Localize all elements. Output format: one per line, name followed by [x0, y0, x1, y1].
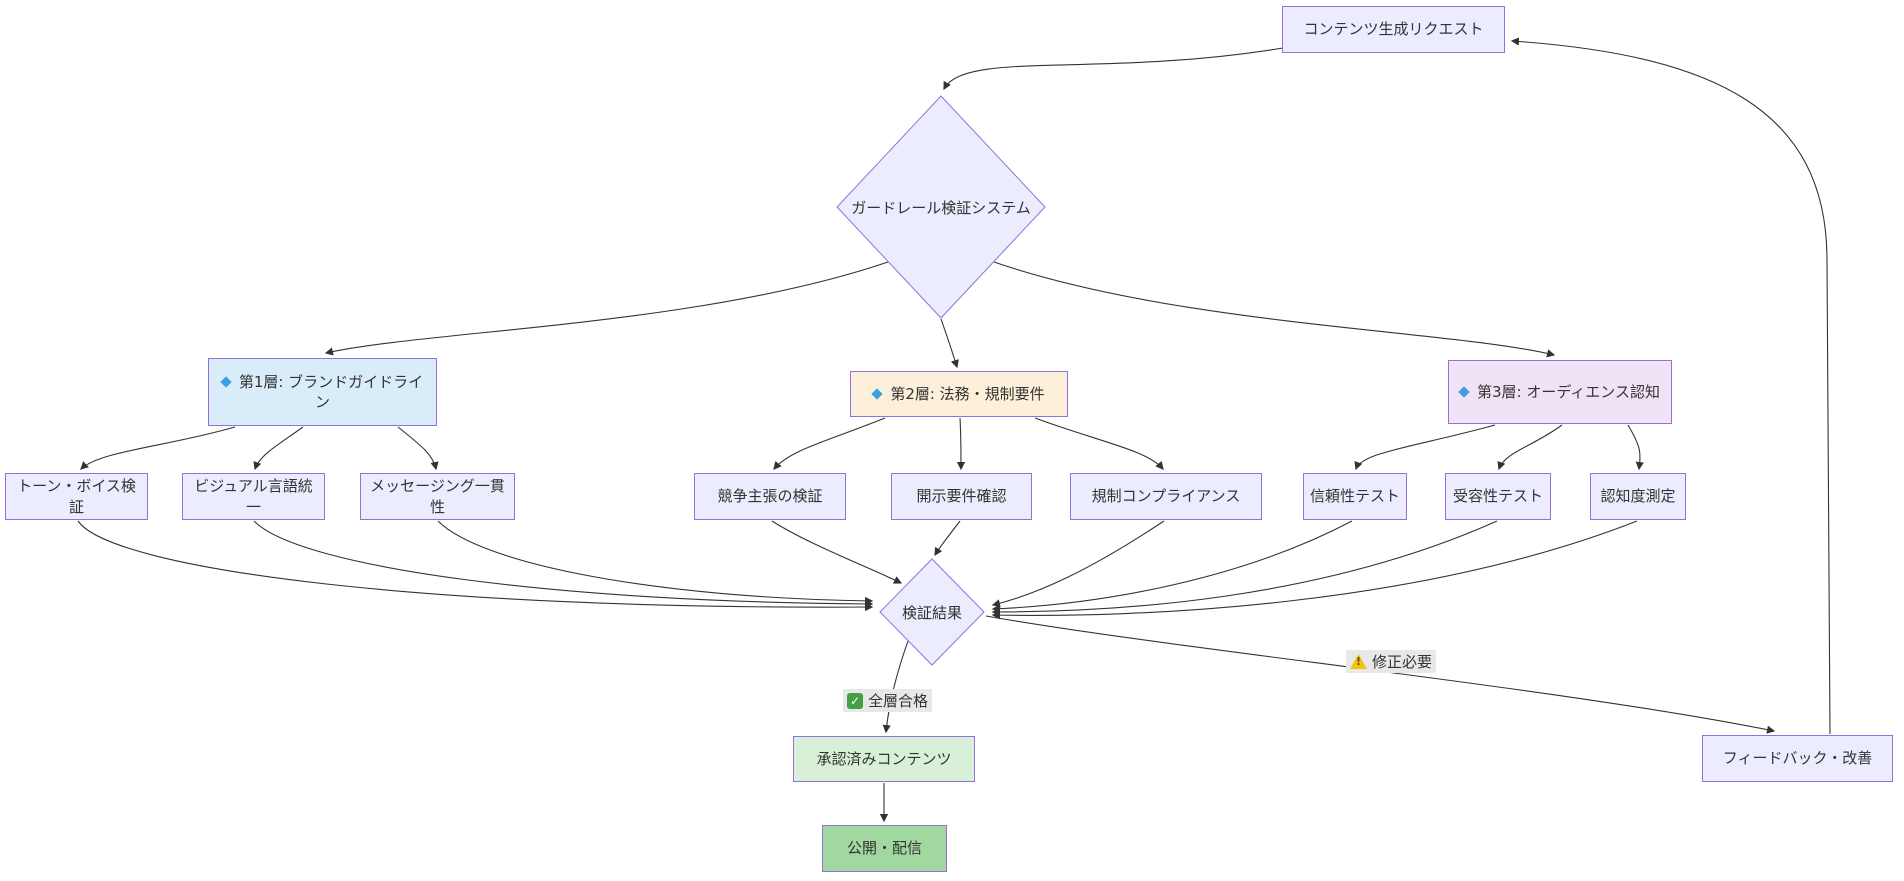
- node-tier2-legal-regulatory: 第2層: 法務・規制要件: [850, 371, 1068, 417]
- node-tier3-audience-perception: 第3層: オーディエンス認知: [1448, 360, 1672, 424]
- edge-tier3-credibility: [1354, 424, 1496, 471]
- edge-verdict-approved: [882, 640, 909, 734]
- node-label: 認知度測定: [1600, 487, 1676, 506]
- edge-visual-verdict: [253, 520, 874, 609]
- node-tier1-brand-guidelines: 第1層: ブランドガイドライン: [208, 358, 437, 426]
- edge-label-text: 全層合格: [868, 692, 929, 710]
- edge-verdict-feedback: [985, 615, 1776, 734]
- node-label: 信頼性テスト: [1310, 487, 1401, 506]
- node-visual-language-unity: ビジュアル言語統一: [182, 473, 325, 520]
- edge-label-all-tiers-pass: 全層合格: [843, 689, 933, 712]
- check-mark-icon: [847, 692, 863, 709]
- node-credibility-test: 信頼性テスト: [1303, 473, 1407, 520]
- warning-triangle-icon: [1350, 654, 1367, 669]
- edge-acceptance-verdict: [991, 520, 1498, 617]
- node-label: コンテンツ生成リクエスト: [1303, 20, 1484, 39]
- edge-guardrail-tier2: [940, 318, 959, 369]
- node-feedback-improvement: フィードバック・改善: [1702, 735, 1893, 782]
- node-guardrail-verification-system: ガードレール検証システム: [837, 96, 1045, 318]
- node-awareness-measurement: 認知度測定: [1590, 473, 1686, 520]
- node-tone-voice-check: トーン・ボイス検証: [5, 473, 148, 520]
- node-label: 検証結果: [901, 603, 962, 622]
- node-label: 規制コンプライアンス: [1091, 487, 1241, 506]
- node-messaging-consistency: メッセージング一貫性: [360, 473, 515, 520]
- node-disclosure-requirements: 開示要件確認: [891, 473, 1032, 520]
- blue-diamond-icon: [1458, 386, 1470, 398]
- edge-tone-verdict: [77, 520, 874, 612]
- edge-tier1-messaging: [397, 426, 439, 471]
- edge-tier2-disclosure: [956, 417, 966, 471]
- node-label: 公開・配信: [846, 839, 922, 858]
- edge-label-correction-needed: 修正必要: [1346, 650, 1437, 673]
- edge-label-text: 修正必要: [1372, 653, 1433, 671]
- edge-tier2-regulatory: [1034, 417, 1164, 470]
- blue-diamond-icon: [871, 388, 883, 400]
- node-label: 第2層: 法務・規制要件: [890, 384, 1045, 403]
- edge-claims-verdict: [771, 520, 903, 584]
- node-label: トーン・ボイス検証: [17, 477, 136, 516]
- edge-credibility-verdict: [991, 520, 1353, 613]
- edge-request-guardrail: [943, 47, 1284, 91]
- edge-tier3-awareness: [1627, 424, 1644, 471]
- edge-tier1-visual: [253, 426, 304, 471]
- edge-awareness-verdict: [991, 520, 1638, 620]
- diamond-guardrail-shape: [836, 95, 1046, 319]
- edge-guardrail-tier1: [324, 261, 889, 356]
- node-verification-result: 検証結果: [880, 559, 984, 665]
- edge-tier2-claims: [773, 417, 886, 470]
- diamond-verdict-shape: [879, 558, 985, 666]
- blue-diamond-icon: [220, 376, 232, 388]
- node-acceptance-test: 受容性テスト: [1445, 473, 1551, 520]
- node-label: フィードバック・改善: [1722, 749, 1873, 768]
- edge-tier1-tone: [80, 426, 236, 470]
- node-label: 競争主張の検証: [717, 487, 823, 506]
- node-label: ガードレール検証システム: [851, 198, 1031, 217]
- node-label: 第1層: ブランドガイドライン: [238, 372, 424, 411]
- node-label: 第3層: オーディエンス認知: [1476, 382, 1661, 401]
- node-publish-distribute: 公開・配信: [822, 825, 947, 872]
- edge-tier3-acceptance: [1497, 424, 1563, 471]
- node-content-generation-request: コンテンツ生成リクエスト: [1282, 6, 1505, 53]
- edge-guardrail-tier3: [993, 261, 1556, 358]
- node-label: メッセージング一貫性: [370, 477, 505, 516]
- edge-disclosure-verdict: [934, 520, 961, 557]
- node-label: 開示要件確認: [916, 487, 1007, 506]
- node-competitive-claims-check: 競争主張の検証: [694, 473, 846, 520]
- node-approved-content: 承認済みコンテンツ: [793, 736, 975, 782]
- edge-regulatory-verdict: [991, 520, 1165, 608]
- node-label: 受容性テスト: [1452, 487, 1543, 506]
- edge-messaging-verdict: [437, 520, 874, 606]
- node-label: ビジュアル言語統一: [194, 477, 313, 516]
- node-regulatory-compliance: 規制コンプライアンス: [1070, 473, 1262, 520]
- node-label: 承認済みコンテンツ: [816, 749, 952, 768]
